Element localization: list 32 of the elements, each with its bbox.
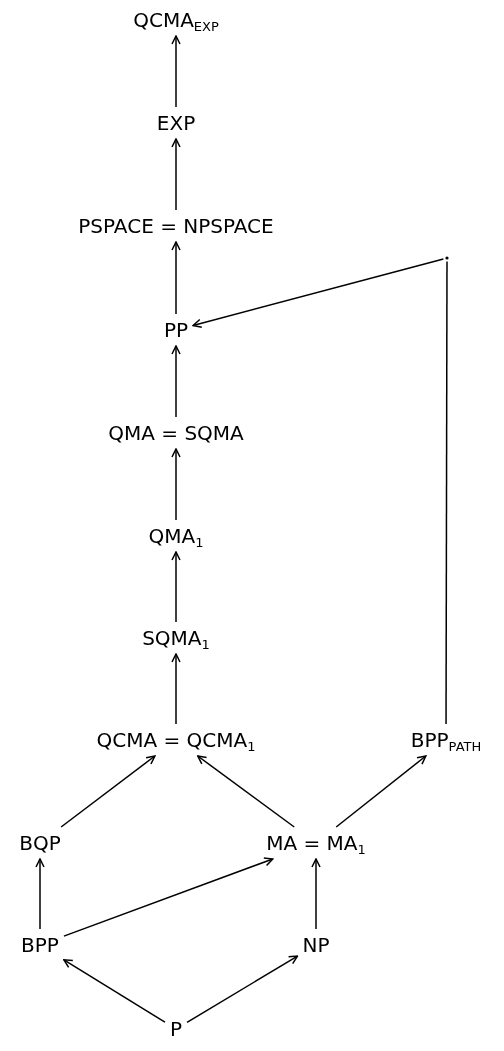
- arrow: [35, 858, 45, 930]
- arrow: [63, 959, 166, 1023]
- complexity-class-label: BPP: [21, 934, 59, 956]
- complexity-class-label: QMA$_{1}$: [148, 525, 204, 547]
- arrow: [171, 653, 181, 725]
- arrow: [171, 35, 181, 108]
- arrow: [171, 345, 181, 418]
- arrow: [171, 241, 181, 315]
- complexity-class-label: NP: [302, 934, 330, 956]
- arrow: [192, 258, 445, 329]
- complexity-class-label: MA = MA$_{1}$: [266, 832, 366, 854]
- complexity-class-label: BPP$_{PATH}$: [410, 729, 482, 751]
- complexity-class-label: QCMA$_{EXP}$: [133, 9, 219, 31]
- arrow: [171, 448, 181, 521]
- complexity-class-label: PSPACE = NPSPACE: [78, 215, 274, 237]
- complexity-class-label: PP: [163, 319, 189, 341]
- line: [445, 260, 448, 725]
- arrow: [197, 755, 295, 828]
- arrow: [186, 955, 299, 1024]
- arrow: [171, 551, 181, 623]
- arrow: [311, 858, 321, 930]
- complexity-class-label: SQMA$_{1}$: [142, 627, 210, 649]
- arrow: [335, 755, 427, 828]
- arrow: [171, 138, 181, 211]
- arrow: [63, 857, 274, 937]
- complexity-class-label: BQP: [19, 832, 61, 854]
- arrow: [60, 755, 156, 828]
- complexity-class-label: QCMA = QCMA$_{1}$: [96, 729, 256, 751]
- junction-dot: [445, 256, 449, 260]
- complexity-class-label: P: [169, 1018, 183, 1040]
- complexity-class-label: EXP: [156, 112, 196, 134]
- complexity-class-label: QMA = SQMA: [108, 422, 244, 444]
